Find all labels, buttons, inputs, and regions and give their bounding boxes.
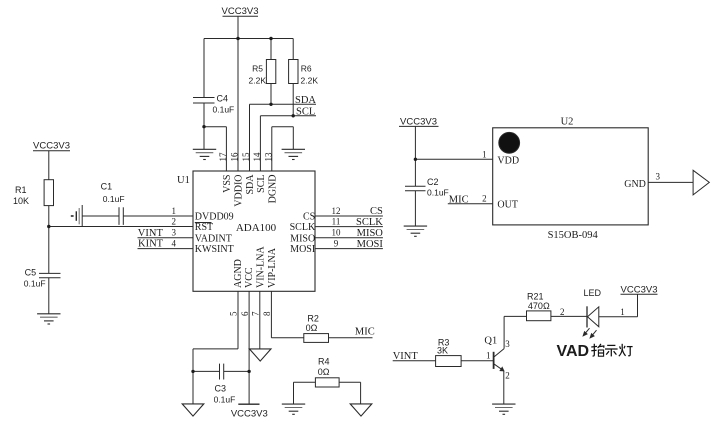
svg-text:U2: U2 (561, 117, 574, 128)
svg-text:3K: 3K (437, 345, 448, 355)
svg-text:1: 1 (482, 149, 487, 159)
svg-text:7: 7 (251, 311, 261, 316)
svg-text:6: 6 (240, 311, 250, 316)
svg-text:11: 11 (332, 217, 341, 227)
svg-text:C1: C1 (101, 182, 113, 192)
svg-text:VCC3V3: VCC3V3 (33, 141, 70, 152)
svg-text:16: 16 (230, 152, 240, 162)
svg-text:0.1uF: 0.1uF (213, 105, 235, 115)
svg-text:470Ω: 470Ω (528, 301, 550, 311)
svg-text:R6: R6 (301, 64, 312, 74)
svg-text:DGND: DGND (267, 175, 278, 204)
svg-text:0.1uF: 0.1uF (103, 194, 125, 204)
svg-text:DVDD09: DVDD09 (195, 212, 234, 223)
svg-text:GND: GND (624, 179, 646, 190)
svg-text:2: 2 (560, 307, 565, 317)
svg-text:MOSI: MOSI (290, 244, 315, 255)
svg-text:0Ω: 0Ω (306, 323, 318, 333)
svg-text:VCC3V3: VCC3V3 (231, 408, 268, 419)
svg-text:VINT: VINT (138, 228, 164, 239)
svg-text:C4: C4 (217, 94, 229, 104)
svg-text:13: 13 (263, 152, 273, 162)
svg-text:R1: R1 (15, 185, 27, 195)
svg-text:C5: C5 (25, 268, 37, 278)
svg-text:AGND: AGND (233, 259, 244, 288)
svg-text:MIC: MIC (449, 194, 469, 205)
svg-text:VCC3V3: VCC3V3 (621, 285, 658, 296)
svg-text:2.2K: 2.2K (249, 75, 267, 85)
svg-text:0.1uF: 0.1uF (427, 187, 449, 197)
svg-text:0.1uF: 0.1uF (214, 395, 236, 405)
svg-text:SCL: SCL (296, 107, 315, 118)
svg-text:VDDIO: VDDIO (234, 175, 245, 207)
svg-text:U1: U1 (177, 175, 190, 186)
svg-text:MIC: MIC (355, 327, 375, 338)
svg-text:R4: R4 (318, 356, 330, 366)
svg-text:R5: R5 (252, 64, 263, 74)
svg-text:14: 14 (252, 152, 262, 162)
svg-text:SCLK: SCLK (290, 222, 316, 233)
svg-text:LED: LED (584, 288, 602, 298)
svg-text:SDA: SDA (245, 174, 256, 195)
svg-text:VINT: VINT (393, 351, 419, 362)
svg-text:VCC3V3: VCC3V3 (222, 6, 259, 17)
svg-text:R21: R21 (527, 292, 544, 302)
svg-text:12: 12 (332, 206, 341, 216)
svg-text:3: 3 (172, 228, 177, 238)
svg-text:SCLK: SCLK (356, 217, 383, 228)
svg-text:CS: CS (303, 212, 315, 223)
svg-text:MISO: MISO (357, 228, 384, 239)
svg-text:1: 1 (486, 351, 491, 361)
svg-text:3: 3 (655, 172, 660, 182)
svg-text:VAD: VAD (557, 343, 590, 360)
svg-text:2: 2 (172, 217, 177, 227)
svg-text:MOSI: MOSI (357, 239, 384, 250)
svg-text:MISO: MISO (290, 233, 315, 244)
svg-text:8: 8 (262, 311, 272, 316)
svg-text:RST: RST (195, 222, 213, 233)
svg-text:2: 2 (482, 193, 487, 203)
svg-text:KINT: KINT (138, 239, 164, 250)
svg-text:SDA: SDA (295, 95, 316, 106)
svg-text:9: 9 (334, 239, 339, 249)
svg-text:VIP-LNA: VIP-LNA (267, 247, 278, 288)
svg-text:5: 5 (228, 311, 238, 316)
svg-text:15: 15 (241, 152, 251, 162)
svg-text:KWSINT: KWSINT (195, 244, 234, 255)
svg-text:Q1: Q1 (484, 336, 497, 347)
svg-text:2: 2 (505, 370, 510, 380)
svg-text:17: 17 (218, 152, 228, 162)
svg-text:VDD: VDD (497, 156, 519, 167)
svg-text:10K: 10K (13, 196, 29, 206)
svg-text:VSS: VSS (222, 175, 233, 193)
svg-text:R3: R3 (438, 337, 450, 347)
svg-text:SCL: SCL (256, 175, 267, 193)
svg-text:4: 4 (172, 239, 177, 249)
svg-text:OUT: OUT (497, 200, 518, 211)
svg-text:1: 1 (620, 307, 625, 317)
svg-text:VCC3V3: VCC3V3 (400, 117, 437, 128)
svg-text:R2: R2 (307, 314, 319, 324)
svg-text:ADA100: ADA100 (236, 222, 277, 234)
svg-text:VCC: VCC (244, 267, 255, 288)
svg-text:2.2K: 2.2K (301, 75, 319, 85)
svg-text:0Ω: 0Ω (318, 367, 330, 377)
svg-text:VADINT: VADINT (195, 233, 232, 244)
svg-text:0.1uF: 0.1uF (24, 279, 46, 289)
svg-text:C2: C2 (427, 177, 439, 187)
svg-text:C3: C3 (215, 384, 227, 394)
svg-text:S15OB-094: S15OB-094 (548, 230, 599, 241)
svg-text:10: 10 (332, 228, 342, 238)
svg-text:CS: CS (370, 206, 383, 217)
svg-text:VIN-LNA: VIN-LNA (255, 246, 266, 288)
svg-text:3: 3 (505, 339, 510, 349)
svg-text:1: 1 (172, 206, 177, 216)
